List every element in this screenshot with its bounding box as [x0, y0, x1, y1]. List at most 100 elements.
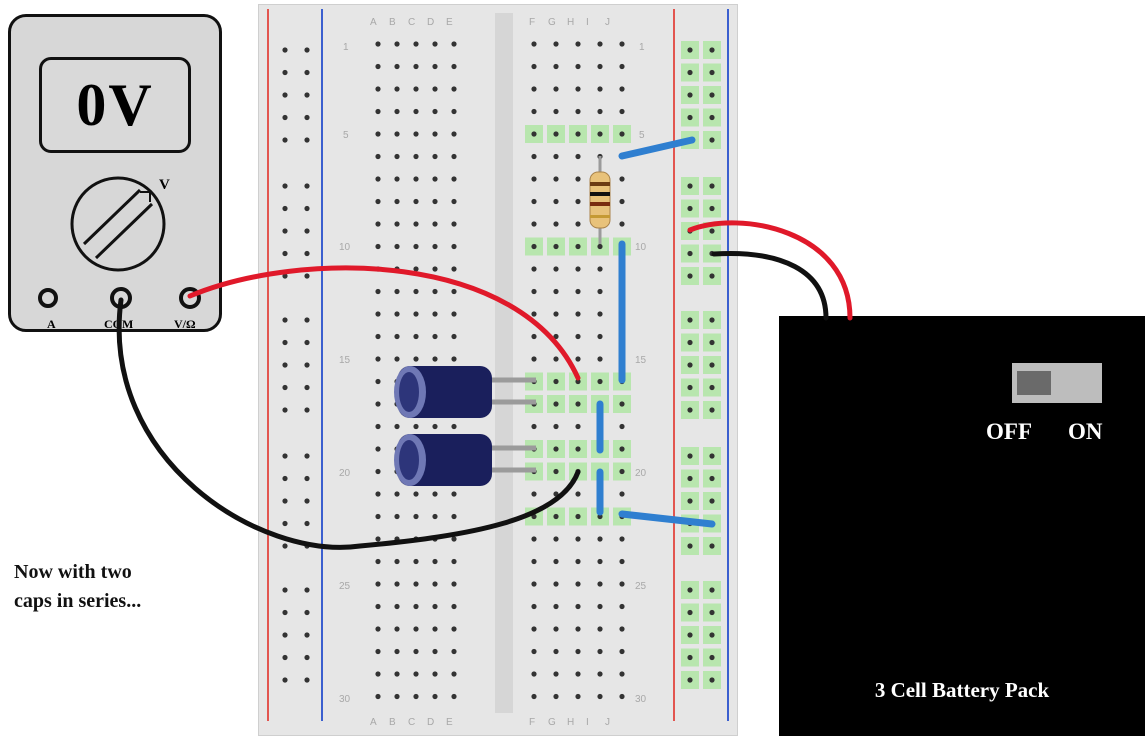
breadboard-hole[interactable] — [553, 626, 559, 632]
breadboard-hole[interactable] — [304, 47, 310, 53]
breadboard-hole[interactable] — [304, 654, 310, 661]
breadboard-hole[interactable] — [709, 317, 715, 323]
battery-red-wire[interactable] — [687, 220, 853, 321]
breadboard-hole[interactable] — [413, 108, 419, 115]
breadboard-hole[interactable] — [531, 243, 537, 250]
breadboard-hole[interactable] — [709, 228, 715, 234]
breadboard-hole[interactable] — [709, 632, 715, 638]
breadboard-hole[interactable] — [394, 311, 400, 317]
breadboard-hole[interactable] — [575, 378, 581, 385]
capacitor[interactable] — [394, 434, 536, 486]
breadboard-hole[interactable] — [304, 453, 310, 459]
breadboard-hole[interactable] — [451, 243, 457, 250]
breadboard-hole[interactable] — [687, 632, 693, 638]
breadboard-hole[interactable] — [375, 423, 381, 430]
breadboard-hole[interactable] — [553, 401, 559, 407]
breadboard-hole[interactable] — [575, 536, 581, 542]
breadboard-hole[interactable] — [709, 384, 715, 391]
power-switch[interactable] — [1012, 363, 1102, 403]
breadboard-hole[interactable] — [531, 198, 537, 205]
breadboard-hole[interactable] — [531, 558, 537, 565]
breadboard-hole[interactable] — [394, 513, 400, 520]
breadboard-hole[interactable] — [597, 626, 603, 632]
breadboard-hole[interactable] — [553, 693, 559, 700]
breadboard-hole[interactable] — [451, 333, 457, 340]
breadboard-hole[interactable] — [375, 198, 381, 205]
breadboard-hole[interactable] — [619, 176, 625, 182]
breadboard-hole[interactable] — [451, 63, 457, 70]
breadboard-hole[interactable] — [531, 63, 537, 70]
breadboard-hole[interactable] — [304, 407, 310, 413]
breadboard-hole[interactable] — [553, 378, 559, 385]
breadboard-hole[interactable] — [619, 581, 625, 587]
breadboard-hole[interactable] — [575, 356, 581, 362]
breadboard-hole[interactable] — [619, 648, 625, 655]
breadboard-hole[interactable] — [375, 536, 381, 542]
breadboard-hole[interactable] — [394, 243, 400, 250]
breadboard-hole[interactable] — [451, 693, 457, 700]
breadboard-hole[interactable] — [432, 176, 438, 182]
breadboard-hole[interactable] — [619, 536, 625, 542]
breadboard-hole[interactable] — [282, 137, 288, 143]
breadboard-hole[interactable] — [432, 558, 438, 565]
breadboard-hole[interactable] — [575, 558, 581, 565]
breadboard-hole[interactable] — [451, 41, 457, 47]
breadboard-hole[interactable] — [304, 677, 310, 683]
breadboard-hole[interactable] — [304, 69, 310, 76]
breadboard-hole[interactable] — [282, 654, 288, 661]
breadboard-hole[interactable] — [394, 63, 400, 70]
breadboard-hole[interactable] — [709, 475, 715, 482]
breadboard-hole[interactable] — [282, 632, 288, 638]
breadboard-hole[interactable] — [413, 176, 419, 182]
breadboard-hole[interactable] — [282, 250, 288, 257]
breadboard-hole[interactable] — [687, 114, 693, 121]
breadboard-hole[interactable] — [597, 581, 603, 587]
breadboard-hole[interactable] — [432, 626, 438, 632]
breadboard-hole[interactable] — [575, 176, 581, 182]
breadboard-hole[interactable] — [553, 536, 559, 542]
breadboard-hole[interactable] — [282, 183, 288, 189]
breadboard-hole[interactable] — [531, 288, 537, 295]
breadboard-hole[interactable] — [575, 108, 581, 115]
breadboard-hole[interactable] — [553, 86, 559, 92]
breadboard-hole[interactable] — [394, 131, 400, 137]
breadboard-hole[interactable] — [531, 671, 537, 677]
breadboard-hole[interactable] — [394, 86, 400, 92]
breadboard-hole[interactable] — [413, 198, 419, 205]
breadboard-hole[interactable] — [619, 558, 625, 565]
breadboard-hole[interactable] — [413, 513, 419, 520]
breadboard-hole[interactable] — [619, 446, 625, 452]
breadboard-hole[interactable] — [375, 603, 381, 610]
breadboard-hole[interactable] — [597, 693, 603, 700]
breadboard-hole[interactable] — [687, 384, 693, 391]
breadboard-hole[interactable] — [619, 221, 625, 227]
capacitor[interactable] — [394, 366, 536, 418]
breadboard-hole[interactable] — [531, 626, 537, 632]
breadboard-hole[interactable] — [531, 41, 537, 47]
breadboard-hole[interactable] — [575, 86, 581, 92]
breadboard-hole[interactable] — [709, 69, 715, 76]
breadboard-hole[interactable] — [432, 581, 438, 587]
breadboard-hole[interactable] — [597, 378, 603, 385]
breadboard-hole[interactable] — [597, 648, 603, 655]
breadboard-hole[interactable] — [553, 648, 559, 655]
breadboard-hole[interactable] — [597, 671, 603, 677]
battery-black-wire[interactable] — [711, 251, 829, 321]
breadboard-hole[interactable] — [375, 401, 381, 407]
breadboard-hole[interactable] — [394, 356, 400, 362]
breadboard-hole[interactable] — [531, 86, 537, 92]
breadboard-hole[interactable] — [619, 41, 625, 47]
breadboard-hole[interactable] — [597, 108, 603, 115]
breadboard-hole[interactable] — [575, 63, 581, 70]
breadboard-hole[interactable] — [451, 176, 457, 182]
breadboard-hole[interactable] — [687, 587, 693, 593]
breadboard-hole[interactable] — [282, 609, 288, 616]
breadboard-hole[interactable] — [394, 198, 400, 205]
breadboard-hole[interactable] — [709, 677, 715, 683]
breadboard-hole[interactable] — [687, 475, 693, 482]
breadboard-hole[interactable] — [531, 603, 537, 610]
breadboard-hole[interactable] — [375, 176, 381, 182]
breadboard-hole[interactable] — [432, 513, 438, 520]
breadboard-hole[interactable] — [619, 131, 625, 137]
breadboard-hole[interactable] — [553, 603, 559, 610]
